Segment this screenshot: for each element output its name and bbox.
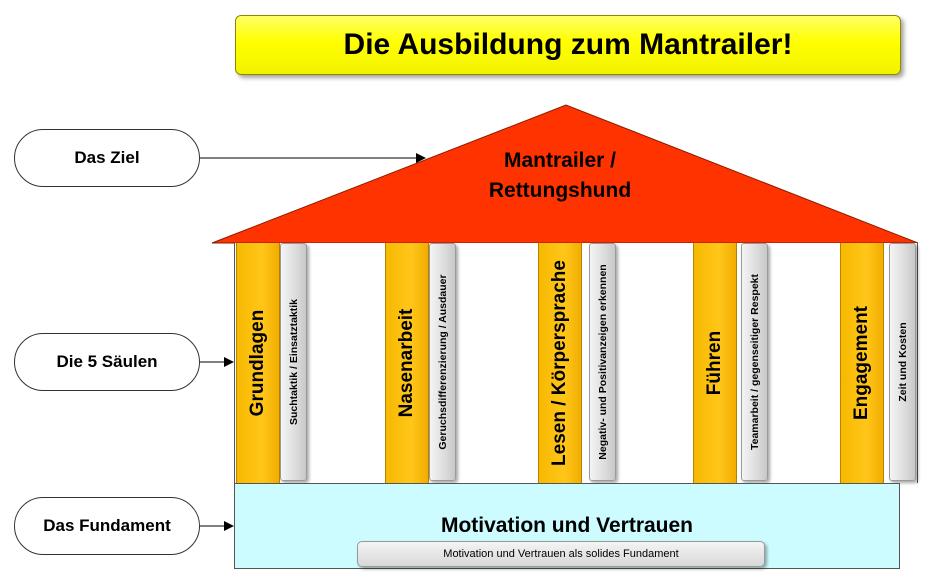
pillar-lesen: Lesen / Körpersprache: [538, 243, 582, 483]
label-pillars-text: Die 5 Säulen: [56, 352, 158, 371]
pillar-sub-lesen: Negativ- und Positivanzeigen erkennen: [589, 243, 616, 481]
page-title: Die Ausbildung zum Mantrailer!: [343, 28, 793, 61]
label-pillars: Die 5 Säulen: [14, 333, 200, 391]
foundation-block: Motivation und Vertrauen Motivation und …: [234, 483, 900, 569]
pillar-sub-nasenarbeit: Geruchsdifferenzierung / Ausdauer: [429, 243, 456, 481]
roof-line-1: Mantrailer /: [503, 149, 617, 172]
foundation-subtitle-box: Motivation und Vertrauen als solides Fun…: [357, 541, 765, 567]
label-foundation: Das Fundament: [14, 497, 200, 555]
foundation-title: Motivation und Vertrauen: [440, 514, 694, 537]
label-goal: Das Ziel: [14, 129, 200, 187]
pillar-fuehren: Führen: [693, 243, 737, 483]
roof-label: Mantrailer / Rettungshund: [430, 146, 690, 206]
roof-line-2: Rettungshund: [488, 179, 632, 202]
title-banner: Die Ausbildung zum Mantrailer!: [235, 15, 901, 75]
label-foundation-text: Das Fundament: [43, 516, 171, 535]
pillar-grundlagen: Grundlagen: [236, 243, 280, 483]
pillar-sub-fuehren: Teamarbeit / gegenseitiger Respekt: [741, 243, 768, 481]
label-goal-text: Das Ziel: [74, 148, 140, 167]
pillar-nasenarbeit: Nasenarbeit: [385, 243, 429, 483]
pillar-sub-grundlagen: Suchtaktik / Einsatztaktik: [280, 243, 307, 481]
pillar-sub-engagement: Zeit und Kosten: [889, 243, 916, 481]
foundation-subtitle: Motivation und Vertrauen als solides Fun…: [443, 548, 679, 560]
pillar-engagement: Engagement: [840, 243, 884, 483]
